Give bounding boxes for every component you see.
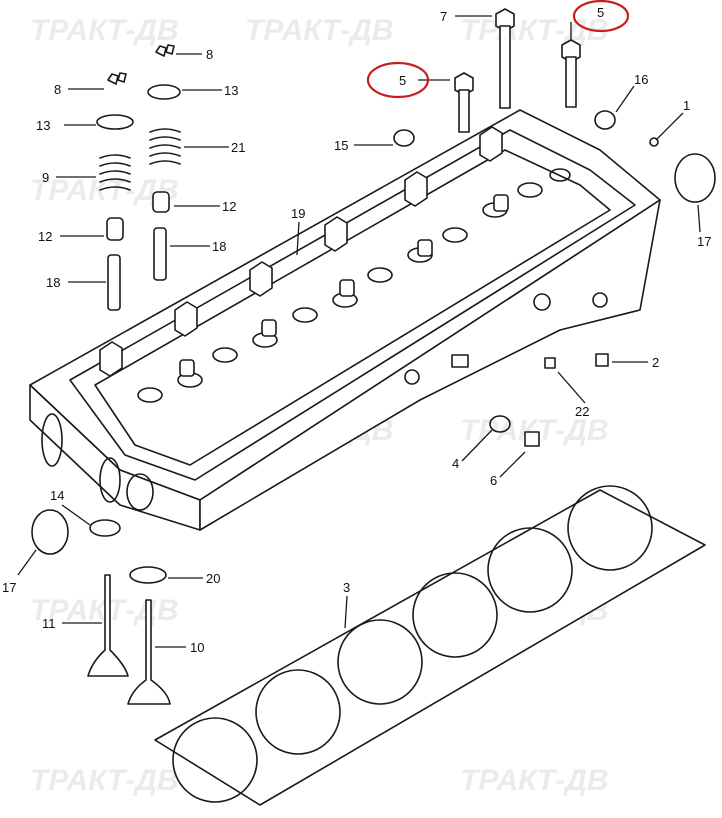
callout-label: 3 xyxy=(343,580,350,595)
callout-labels: 1 2 3 4 5 5 6 7 8 8 9 10 11 12 12 13 13 … xyxy=(2,5,711,655)
watermark: ТРАКТ-ДВ xyxy=(30,764,179,797)
leader-lines xyxy=(17,15,701,648)
callout-label: 16 xyxy=(634,72,648,87)
callout-label: 21 xyxy=(231,140,245,155)
watermark: ТРАКТ-ДВ xyxy=(460,764,609,797)
callout-label: 20 xyxy=(206,571,220,586)
highlight-rings xyxy=(366,0,630,99)
callout-label: 18 xyxy=(212,239,226,254)
callout-label: 17 xyxy=(697,234,711,249)
callout-label: 6 xyxy=(490,473,497,488)
watermark: ТРАКТ-ДВ xyxy=(30,14,179,47)
callout-label: 4 xyxy=(452,456,459,471)
callout-label: 8 xyxy=(54,82,61,97)
callout-label: 1 xyxy=(683,98,690,113)
callout-label: 12 xyxy=(222,199,236,214)
callout-label: 2 xyxy=(652,355,659,370)
callout-label: 5 xyxy=(399,73,406,88)
callout-label: 5 xyxy=(597,5,604,20)
callout-label: 12 xyxy=(38,229,52,244)
watermark: ТРАКТ-ДВ xyxy=(460,14,609,47)
callout-label: 8 xyxy=(206,47,213,62)
callout-label: 13 xyxy=(36,118,50,133)
highlight-ring xyxy=(366,61,430,99)
callout-label: 11 xyxy=(42,616,56,631)
callout-label: 22 xyxy=(575,404,589,419)
cylinder-head xyxy=(29,109,661,531)
callout-label: 10 xyxy=(190,640,204,655)
callout-label: 15 xyxy=(334,138,348,153)
callout-label: 9 xyxy=(42,170,49,185)
highlight-ring xyxy=(572,0,630,33)
head-gasket xyxy=(154,485,706,806)
valve-train xyxy=(31,44,716,705)
callout-label: 13 xyxy=(224,83,238,98)
head-bolts xyxy=(454,8,581,133)
callout-label: 7 xyxy=(440,9,447,24)
callout-label: 19 xyxy=(291,206,305,221)
watermark: ТРАКТ-ДВ xyxy=(245,14,394,47)
callout-label: 18 xyxy=(46,275,60,290)
callout-label: 17 xyxy=(2,580,16,595)
callout-label: 14 xyxy=(50,488,64,503)
